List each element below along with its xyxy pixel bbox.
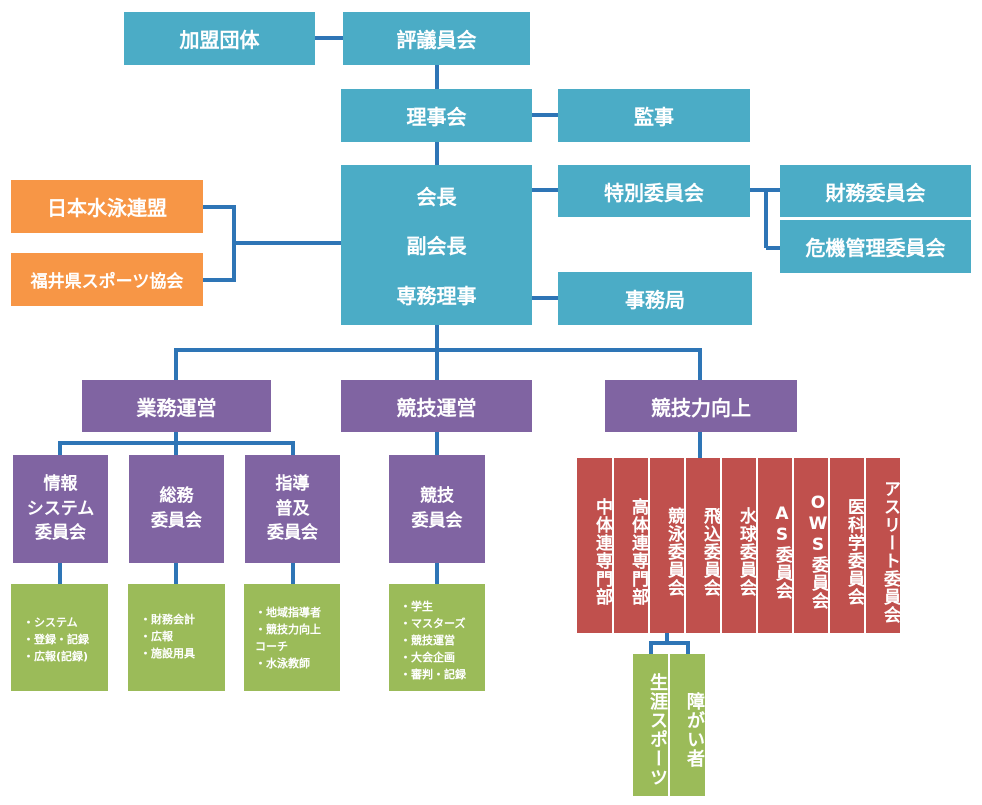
specialized-label: アスリート委員会: [880, 479, 900, 624]
sub-committee-label: 生涯スポーツ: [647, 673, 668, 787]
duty-item: コーチ: [255, 640, 288, 653]
sub-committee-label: 障がい者: [684, 692, 705, 768]
duty-item: ・競技運営: [400, 634, 455, 647]
council-box: 評議員会: [343, 12, 530, 65]
duty-item: ・財務会計: [140, 613, 195, 626]
vice-chairman-label: 副会長: [406, 234, 467, 259]
info-system-committee-line: システム: [26, 498, 95, 519]
instruction-committee-line: 普及: [275, 498, 310, 519]
competitiveness-division-box: 競技力向上: [605, 380, 797, 432]
member-organizations-box: 加盟団体: [124, 12, 315, 65]
special-committee-label: 特別委員会: [604, 180, 704, 205]
artistic-swimming-committee-box: AS委員会: [758, 458, 792, 633]
auditor-box: 監事: [558, 89, 750, 142]
specialized-label: 水球委員会: [736, 506, 756, 597]
special-committee-box: 特別委員会: [558, 165, 750, 217]
open-water-committee-box: OWS委員会: [794, 458, 828, 633]
competition-operations-division-label: 競技運営: [396, 395, 477, 420]
general-affairs-committee-box: 総務 委員会: [129, 455, 224, 563]
info-system-committee-line: 委員会: [35, 523, 86, 544]
crisis-committee-box: 危機管理委員会: [780, 220, 971, 273]
specialized-label: OWS委員会: [808, 493, 828, 610]
fukui-sports-association-label: 福井県スポーツ協会: [30, 272, 184, 292]
lifelong-sports-box: 生涯スポーツ: [633, 654, 668, 796]
duty-item: ・地域指導者: [255, 606, 321, 619]
specialized-label: AS委員会: [772, 503, 792, 600]
general-affairs-committee-line: 総務: [159, 486, 194, 507]
duty-item: ・審判・記録: [400, 668, 466, 681]
competitiveness-division-label: 競技力向上: [651, 395, 751, 420]
instruction-committee-line: 委員会: [267, 523, 318, 544]
crisis-committee-label: 危機管理委員会: [805, 236, 946, 260]
athlete-committee-box: アスリート委員会: [866, 458, 900, 633]
duty-item: ・マスターズ: [400, 617, 466, 630]
instruction-committee-box: 指導 普及 委員会: [245, 455, 340, 563]
info-system-committee-box: 情報 システム 委員会: [13, 455, 108, 563]
fukui-sports-association-box: 福井県スポーツ協会: [11, 253, 203, 306]
instruction-committee-line: 指導: [275, 474, 310, 495]
duty-item: ・学生: [400, 600, 433, 613]
member-organizations-label: 加盟団体: [179, 28, 260, 52]
finance-committee-box: 財務委員会: [780, 165, 971, 217]
managing-director-label: 専務理事: [396, 283, 477, 308]
junior-high-federation-box: 中体連専門部: [577, 458, 612, 633]
specialized-label: 中体連専門部: [592, 497, 612, 606]
japan-swimming-federation-box: 日本水泳連盟: [11, 180, 203, 233]
swimming-committee-box: 競泳委員会: [650, 458, 684, 633]
instruction-duties-box: ・地域指導者 ・競技力向上 コーチ ・水泳教師: [244, 584, 340, 691]
operations-division-label: 業務運営: [136, 395, 217, 420]
info-system-duties-box: ・システム ・登録・記録 ・広報(記録): [11, 584, 108, 691]
general-affairs-duties-box: ・財務会計 ・広報 ・施設用具: [128, 584, 225, 691]
board-box: 理事会: [341, 89, 532, 142]
specialized-label: 医科学委員会: [844, 497, 864, 606]
competition-committee-line: 競技: [420, 486, 454, 507]
duty-item: ・システム: [23, 616, 78, 629]
leadership-box: 会長 副会長 専務理事: [341, 165, 532, 325]
operations-division-box: 業務運営: [82, 380, 271, 432]
duty-item: ・登録・記録: [23, 633, 89, 646]
duty-item: ・水泳教師: [255, 657, 310, 670]
info-system-committee-line: 情報: [43, 474, 78, 495]
specialized-label: 飛込委員会: [700, 506, 720, 597]
auditor-label: 監事: [634, 105, 674, 129]
water-polo-committee-box: 水球委員会: [722, 458, 756, 633]
japan-swimming-federation-label: 日本水泳連盟: [47, 196, 167, 220]
council-label: 評議員会: [396, 28, 477, 52]
competition-duties-box: ・学生 ・マスターズ ・競技運営 ・大会企画 ・審判・記録: [389, 584, 485, 691]
duty-item: ・広報: [140, 630, 173, 643]
duty-item: ・競技力向上: [255, 623, 321, 636]
diving-committee-box: 飛込委員会: [686, 458, 720, 633]
secretariat-box: 事務局: [558, 272, 752, 325]
disability-box: 障がい者: [670, 654, 705, 796]
general-affairs-committee-line: 委員会: [151, 511, 202, 531]
board-label: 理事会: [406, 105, 467, 129]
chairman-label: 会長: [416, 185, 457, 210]
competition-committee-line: 委員会: [411, 511, 463, 531]
duty-item: ・広報(記録): [23, 650, 89, 663]
competition-operations-division-box: 競技運営: [341, 380, 532, 432]
specialized-label: 競泳委員会: [664, 506, 684, 597]
duty-item: ・施設用具: [140, 647, 195, 660]
finance-committee-label: 財務委員会: [825, 180, 926, 205]
sports-medicine-committee-box: 医科学委員会: [830, 458, 864, 633]
duty-item: ・大会企画: [400, 651, 455, 664]
competition-committee-box: 競技 委員会: [389, 455, 485, 563]
secretariat-label: 事務局: [625, 288, 685, 312]
high-school-federation-box: 高体連専門部: [614, 458, 648, 633]
specialized-label: 高体連専門部: [628, 497, 648, 606]
